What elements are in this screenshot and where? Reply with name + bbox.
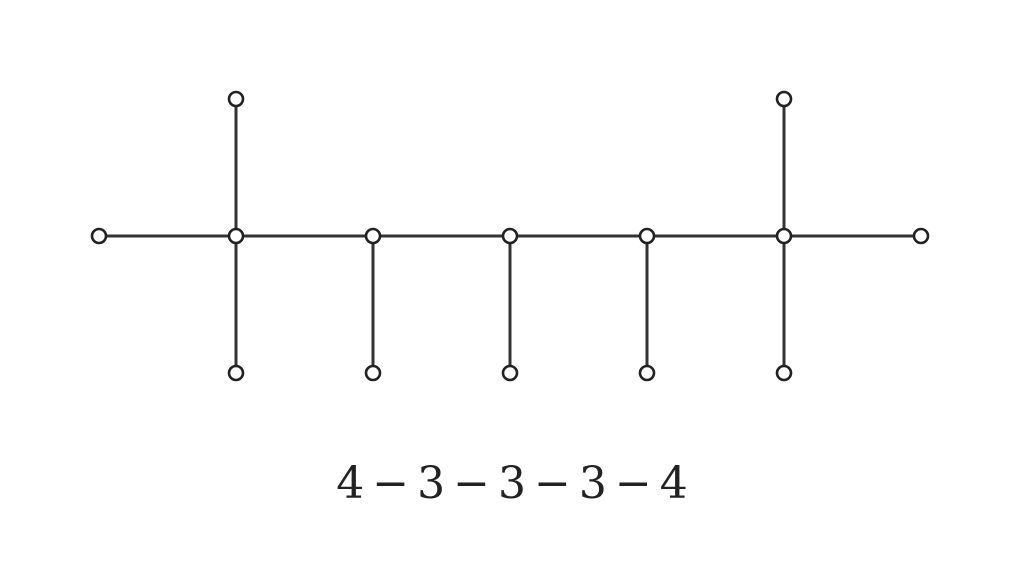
- graph-vertex: [912, 227, 930, 245]
- caption-separator: −: [614, 458, 652, 509]
- caption-value: 3: [498, 458, 526, 509]
- degree-sequence-caption: 4−3−3−3−4: [0, 456, 1024, 512]
- caption-separator: −: [372, 458, 410, 509]
- caption-value: 4: [336, 458, 365, 509]
- graph-vertex: [501, 364, 519, 382]
- caption-value: 3: [578, 458, 607, 509]
- graph-vertex: [227, 364, 245, 382]
- graph-vertex: [227, 90, 245, 108]
- graph-vertex: [775, 90, 793, 108]
- caption-value: 4: [659, 458, 688, 509]
- graph-vertex: [638, 227, 656, 245]
- graph-vertex: [638, 364, 656, 382]
- graph-edges: [99, 99, 921, 373]
- graph-vertex: [501, 227, 519, 245]
- graph-vertex: [364, 227, 382, 245]
- graph-vertices: [90, 90, 930, 382]
- caption-separator: −: [453, 458, 490, 509]
- graph-vertex: [227, 227, 245, 245]
- caption-value: 3: [417, 458, 446, 509]
- graph-vertex: [364, 364, 382, 382]
- graph-vertex: [775, 227, 793, 245]
- graph-vertex: [90, 227, 108, 245]
- tree-graph: [90, 90, 930, 382]
- graph-vertex: [775, 364, 793, 382]
- caption-separator: −: [534, 458, 571, 509]
